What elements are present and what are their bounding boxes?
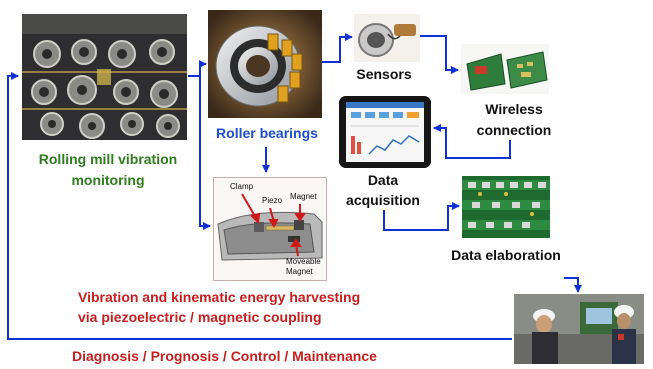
roller-bearing-image — [208, 10, 322, 118]
label-magnet: Magnet — [290, 192, 317, 201]
label-moveable: Moveable — [286, 257, 321, 266]
label-harvesting-line1: Vibration and kinematic energy harvestin… — [78, 289, 361, 305]
label-data-acquisition-line1: Data — [367, 172, 399, 188]
data-elaboration-board-image — [462, 176, 550, 238]
operators-maintenance-photo — [514, 294, 644, 364]
label-sensors: Sensors — [356, 66, 412, 82]
energy-harvester-diagram: Clamp Piezo Magnet Moveable Magnet — [213, 177, 327, 281]
label-diagnosis: Diagnosis / Prognosis / Control / Mainte… — [72, 348, 377, 364]
arrow-feedback-loop — [7, 72, 512, 340]
label-data-elaboration: Data elaboration — [451, 247, 561, 263]
arrow-elaboration-to-maintenance — [564, 277, 582, 293]
arrow-wireless-to-tablet — [433, 124, 511, 159]
arrow-mill-to-harvester — [199, 76, 211, 230]
label-wireless-line2: connection — [476, 122, 552, 138]
label-clamp: Clamp — [230, 182, 254, 191]
label-harvesting-line2: via piezoelectric / magnetic coupling — [78, 309, 322, 325]
label-rolling-mill-line2: monitoring — [71, 172, 145, 188]
label-rolling-mill-line1: Rolling mill vibration — [38, 151, 178, 167]
wireless-module-image — [461, 44, 549, 94]
label-data-acquisition-line2: acquisition — [346, 192, 420, 208]
sensors-image — [354, 14, 420, 62]
arrow-mill-to-bearing — [188, 60, 207, 77]
label-piezo: Piezo — [262, 196, 283, 205]
label-moveable-magnet: Magnet — [286, 267, 313, 276]
arrow-bearing-to-sensors — [322, 33, 353, 63]
tablet-image — [339, 96, 431, 168]
rolling-mill-photo — [22, 14, 187, 140]
arrow-sensors-to-wireless — [420, 35, 459, 74]
label-wireless-line1: Wireless — [485, 101, 543, 117]
arrow-acquisition-to-elaboration — [383, 202, 460, 231]
label-roller-bearings: Roller bearings — [216, 125, 318, 141]
